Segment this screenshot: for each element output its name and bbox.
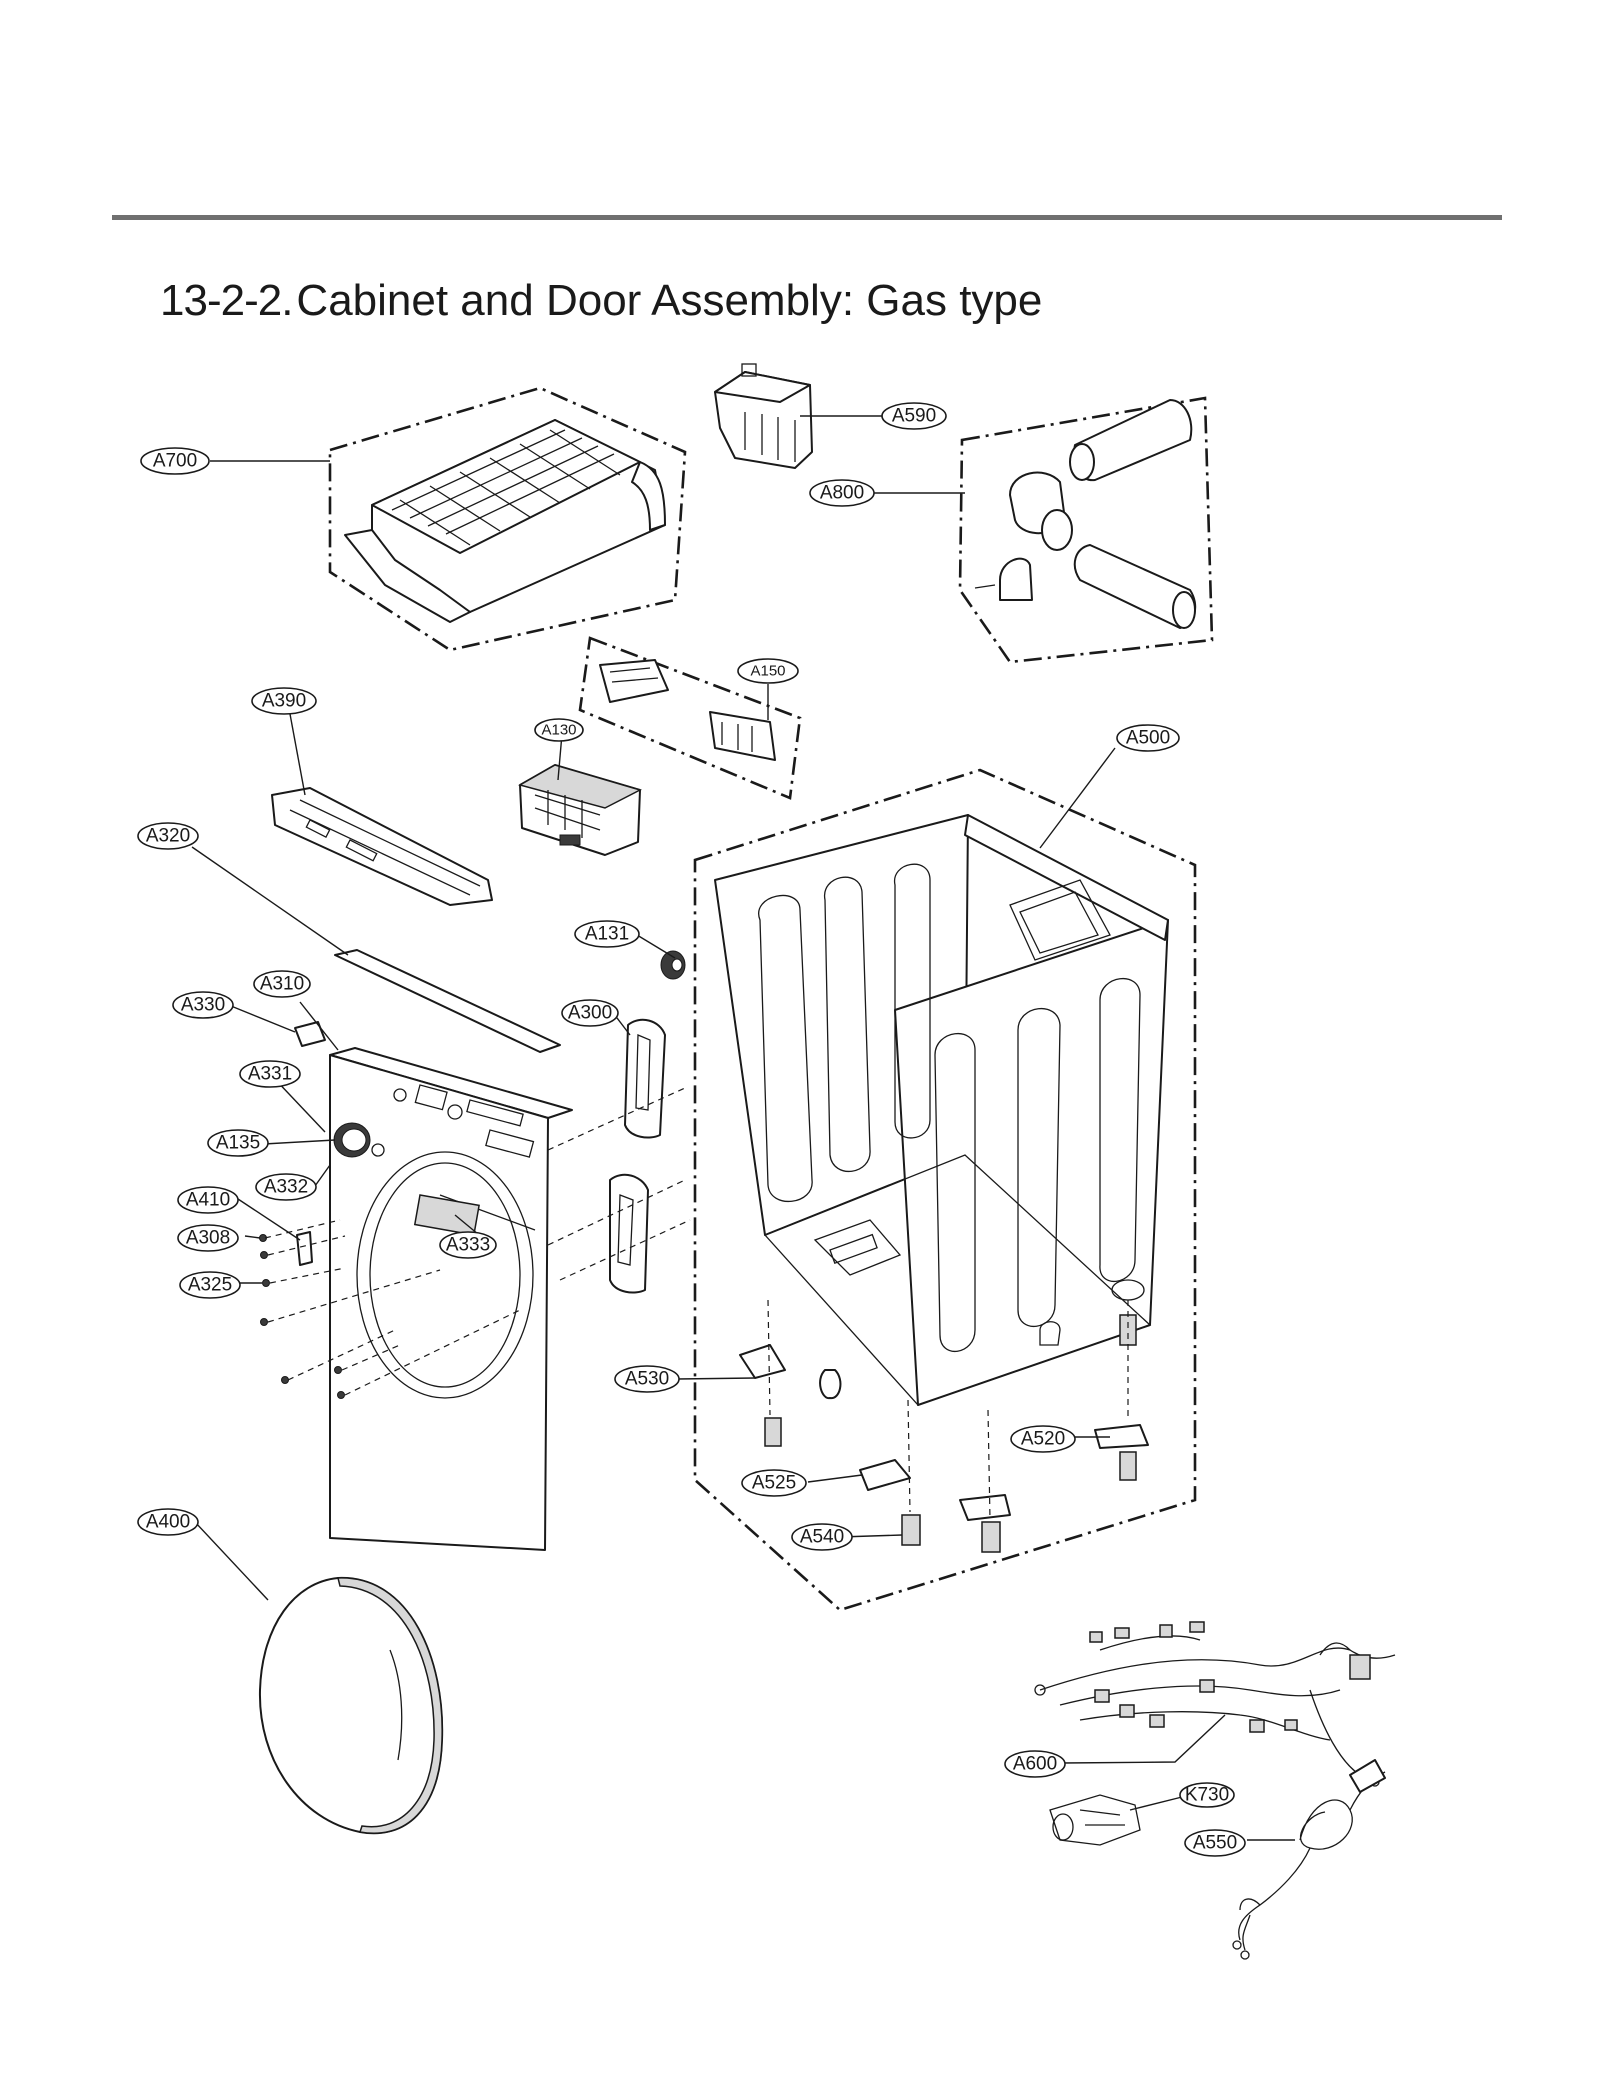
svg-text:A310: A310 (260, 974, 304, 995)
cabinet-part (693, 768, 1197, 1612)
power-cord-part (1232, 1759, 1386, 1960)
svg-text:A300: A300 (568, 1003, 612, 1024)
hinge-cover-top-part (624, 1018, 666, 1139)
svg-text:A308: A308 (186, 1228, 230, 1249)
svg-text:A320: A320 (146, 826, 190, 847)
leveling-feet (739, 1299, 1149, 1553)
pcb-group-part (578, 636, 802, 800)
svg-text:A590: A590 (892, 406, 936, 427)
callout-A300: A300 (561, 999, 619, 1027)
callout-A332: A332 (255, 1173, 317, 1201)
svg-text:A520: A520 (1021, 1429, 1065, 1450)
section-number: 13-2-2. (160, 276, 293, 325)
motor-part (1049, 1794, 1141, 1846)
hinge-cover-bottom-part (609, 1173, 649, 1294)
svg-text:A330: A330 (181, 995, 225, 1016)
pcb-group-outline (578, 636, 802, 800)
callout-A130: A130 (534, 718, 584, 742)
svg-text:A525: A525 (752, 1473, 796, 1494)
callout-A325: A325 (179, 1271, 241, 1299)
screws (259, 1219, 521, 1399)
callout-K730: K730 (1179, 1782, 1235, 1808)
callout-A400: A400 (137, 1508, 199, 1536)
svg-text:A530: A530 (625, 1369, 669, 1390)
switch-part (294, 1021, 326, 1047)
svg-text:A500: A500 (1126, 728, 1170, 749)
svg-text:A600: A600 (1013, 1754, 1057, 1775)
callout-A131: A131 (574, 920, 640, 948)
duct-kit-part (958, 396, 1214, 664)
svg-text:A331: A331 (248, 1064, 292, 1085)
callout-A150: A150 (737, 658, 799, 684)
svg-text:A410: A410 (186, 1190, 230, 1211)
callout-A520: A520 (1010, 1425, 1076, 1453)
callout-A135: A135 (207, 1129, 269, 1157)
svg-text:A400: A400 (146, 1512, 190, 1533)
vent-cover-part (714, 363, 813, 469)
callout-A320: A320 (137, 822, 199, 850)
svg-text:A550: A550 (1193, 1833, 1237, 1854)
top-bracket-part (271, 787, 493, 906)
top-rack-part (328, 386, 687, 652)
knob-part (333, 1122, 371, 1158)
leader-lines (191, 415, 1295, 1841)
callout-A550: A550 (1184, 1829, 1246, 1857)
svg-text:A390: A390 (262, 691, 306, 712)
hinge-bracket-part (296, 1231, 313, 1266)
front-panel-part (329, 1047, 573, 1551)
page-title: 13-2-2.Cabinet and Door Assembly: Gas ty… (160, 276, 1042, 326)
svg-text:A130: A130 (541, 722, 576, 739)
svg-text:A332: A332 (264, 1177, 308, 1198)
callout-A390: A390 (251, 687, 317, 715)
door-part (258, 1576, 444, 1835)
filter-housing-part (518, 764, 643, 856)
svg-text:A131: A131 (585, 924, 629, 945)
callout-A331: A331 (239, 1060, 301, 1088)
callout-A330: A330 (172, 991, 234, 1019)
callout-A600: A600 (1004, 1750, 1066, 1778)
callout-A800: A800 (809, 479, 875, 507)
wire-harness-part (1034, 1621, 1396, 1787)
callout-A500: A500 (1116, 724, 1180, 752)
callout-A530: A530 (614, 1365, 680, 1393)
svg-text:A135: A135 (216, 1133, 260, 1154)
callout-A310: A310 (253, 970, 311, 998)
section-title: Cabinet and Door Assembly: Gas type (296, 276, 1043, 325)
top-cover-strip-part (334, 949, 561, 1053)
callout-A525: A525 (741, 1469, 807, 1497)
callout-A308: A308 (177, 1224, 239, 1252)
header-rule (112, 215, 1502, 220)
assembly-guide-lines (547, 1087, 691, 1281)
svg-text:A150: A150 (750, 663, 785, 680)
svg-text:A540: A540 (800, 1527, 844, 1548)
sensor-knob-part (660, 950, 686, 980)
top-rack-group-outline (328, 386, 687, 652)
svg-text:A700: A700 (153, 451, 197, 472)
callout-A700: A700 (140, 447, 210, 475)
callout-A410: A410 (177, 1186, 239, 1214)
svg-text:A333: A333 (446, 1235, 490, 1256)
callout-A333: A333 (439, 1231, 497, 1259)
svg-text:A800: A800 (820, 483, 864, 504)
callout-A540: A540 (791, 1523, 853, 1551)
callout-A590: A590 (881, 402, 947, 430)
cabinet-group-outline (693, 768, 1197, 1612)
svg-text:K730: K730 (1185, 1785, 1229, 1806)
svg-text:A325: A325 (188, 1275, 232, 1296)
